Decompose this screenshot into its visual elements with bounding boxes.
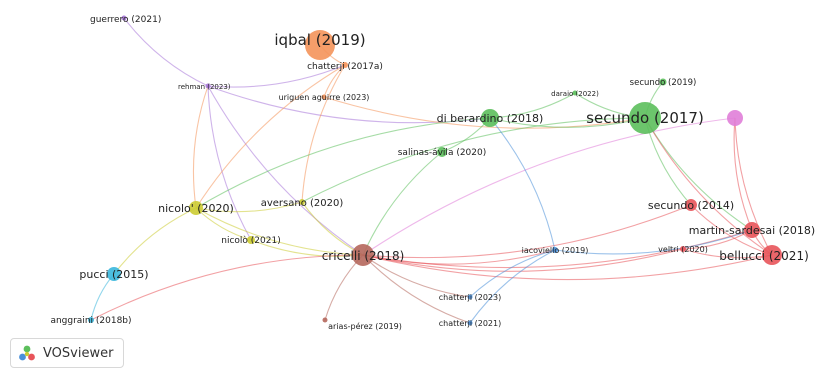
link-nicolo_2021-cricelli_2018 — [250, 239, 364, 257]
link-cricelli_2018-secundo_2014 — [362, 204, 692, 259]
link-cricelli_2018-arias_perez_2019 — [324, 254, 364, 321]
node-secundo_2014[interactable] — [685, 199, 697, 211]
link-chatterji_2017a-uriguen_2023 — [323, 64, 346, 98]
node-chatterji_2021[interactable] — [467, 320, 473, 326]
link-rehman_2023-nicolo_2020 — [192, 85, 209, 209]
node-pucci_2015[interactable] — [107, 267, 121, 281]
app-name: VOSviewer — [43, 345, 114, 361]
link-di_berardino_2018-nicolo_2020 — [195, 117, 491, 209]
node-nicolo_2020[interactable] — [189, 201, 203, 215]
link-aversano_2020-cricelli_2018 — [301, 201, 364, 256]
link-layer — [90, 17, 773, 324]
link-pink_node-bellucci_2021 — [734, 117, 773, 256]
link-rehman_2023-chatterji_2017a — [207, 64, 346, 88]
node-layer — [88, 15, 782, 326]
node-label-arias_perez_2019[interactable]: arias-pérez (2019) — [328, 321, 402, 331]
node-secundo_2017[interactable] — [629, 102, 661, 134]
node-iqbal_2019[interactable] — [305, 30, 335, 60]
node-di_berardino_2018[interactable] — [481, 109, 499, 127]
node-salinas_avila_2020[interactable] — [437, 147, 447, 157]
vosviewer-logo[interactable]: VOSviewer — [10, 338, 125, 368]
node-veltri_2020[interactable] — [680, 246, 686, 252]
node-label-secundo_2019[interactable]: secundo (2019) — [630, 78, 697, 88]
node-label-aversano_2020[interactable]: aversano (2020) — [261, 198, 344, 209]
link-rehman_2023-cricelli_2018 — [207, 85, 364, 256]
node-label-di_berardino_2018[interactable]: di berardino (2018) — [437, 112, 544, 125]
link-iacoviello_2019-chatterji_2021 — [469, 249, 556, 324]
node-label-veltri_2020[interactable]: veltri (2020) — [658, 245, 708, 254]
node-label-rehman_2023[interactable]: rehman (2023) — [178, 83, 231, 91]
link-iacoviello_2019-di_berardino_2018 — [489, 117, 556, 251]
link-uriguen_2023-secundo_2017 — [323, 96, 646, 129]
node-uriguen_2023[interactable] — [321, 94, 327, 100]
node-martin_sardesai_2018[interactable] — [744, 222, 760, 238]
link-cricelli_2018-bellucci_2021 — [362, 254, 773, 281]
node-chatterji_2023[interactable] — [467, 294, 473, 300]
node-guerrero_2021[interactable] — [121, 15, 127, 21]
node-label-chatterji_2017a[interactable]: chatterji (2017a) — [307, 62, 383, 72]
node-daraio_2022[interactable] — [572, 90, 578, 96]
link-secundo_2017-bellucci_2021 — [644, 117, 773, 256]
node-nicolo_2021[interactable] — [247, 236, 255, 244]
node-label-salinas_avila_2020[interactable]: salinas-ávila (2020) — [398, 148, 487, 158]
node-label-chatterji_2021[interactable]: chatterji (2021) — [439, 319, 501, 328]
node-label-martin_sardesai_2018[interactable]: martin-sardesai (2018) — [689, 224, 815, 237]
node-label-bellucci_2021[interactable]: bellucci (2021) — [719, 249, 809, 263]
node-chatterji_2017a[interactable] — [342, 62, 348, 68]
node-label-nicolo_2021[interactable]: nicolò (2021) — [221, 235, 280, 246]
node-secundo_2019[interactable] — [659, 78, 667, 86]
link-nicolo_2020-pucci_2015 — [113, 207, 197, 275]
node-rehman_2023[interactable] — [205, 83, 211, 89]
link-cricelli_2018-anggraini_2018b — [90, 254, 364, 321]
link-salinas_avila_2020-cricelli_2018 — [362, 151, 443, 256]
node-label-chatterji_2023[interactable]: chatterji (2023) — [439, 293, 501, 302]
link-pink_node-martin_sardesai_2018 — [733, 117, 753, 231]
link-guerrero_2021-rehman_2023 — [123, 17, 209, 87]
node-label-daraio_2022[interactable]: daraio (2022) — [551, 90, 599, 98]
link-di_berardino_2018-secundo_2017 — [489, 117, 646, 128]
node-label-anggraini_2018b[interactable]: anggraini (2018b) — [50, 316, 131, 326]
link-cricelli_2018-chatterji_2021 — [362, 254, 471, 324]
label-layer: iqbal (2019) chatterji (2017a) guerrero (2… — [50, 15, 815, 331]
node-arias_perez_2019[interactable] — [322, 317, 328, 323]
link-cricelli_2018-veltri_2020 — [362, 248, 684, 272]
node-pink_node[interactable] — [727, 110, 743, 126]
link-rehman_2023-nicolo_2021 — [207, 85, 252, 241]
node-cricelli_2018[interactable] — [352, 244, 374, 266]
link-iacoviello_2019-chatterji_2023 — [469, 249, 556, 298]
node-aversano_2020[interactable] — [299, 199, 305, 205]
link-iacoviello_2019-martin_sardesai_2018 — [554, 229, 753, 255]
link-cricelli_2018-chatterji_2023 — [362, 254, 471, 298]
link-chatterji_2017a-aversano_2020 — [301, 64, 346, 203]
node-label-iacoviello_2019[interactable]: iacoviello (2019) — [522, 246, 589, 255]
node-label-uriguen_2023[interactable]: uriguen aguirre (2023) — [279, 93, 370, 102]
link-pink_node-cricelli_2018 — [362, 117, 736, 256]
node-label-nicolo_2020[interactable]: nicolo' (2020) — [158, 202, 234, 215]
node-label-guerrero_2021[interactable]: guerrero (2021) — [90, 15, 161, 25]
node-label-secundo_2017[interactable]: secundo (2017) — [586, 109, 704, 127]
vosviewer-icon — [19, 345, 35, 361]
node-bellucci_2021[interactable] — [762, 245, 782, 265]
link-chatterji_2017a-nicolo_2020 — [195, 64, 346, 209]
link-nicolo_2020-cricelli_2018 — [195, 207, 364, 256]
node-label-iqbal_2019[interactable]: iqbal (2019) — [274, 31, 365, 49]
node-label-secundo_2014[interactable]: secundo (2014) — [648, 199, 734, 212]
node-anggraini_2018b[interactable] — [88, 317, 94, 323]
link-secundo_2017-aversano_2020 — [301, 117, 646, 203]
node-iacoviello_2019[interactable] — [552, 247, 558, 253]
node-label-cricelli_2018[interactable]: cricelli (2018) — [322, 249, 405, 263]
link-nicolo_2020-aversano_2020 — [195, 201, 303, 213]
link-di_berardino_2018-daraio_2022 — [489, 92, 576, 119]
node-label-pucci_2015[interactable]: pucci (2015) — [79, 268, 148, 281]
